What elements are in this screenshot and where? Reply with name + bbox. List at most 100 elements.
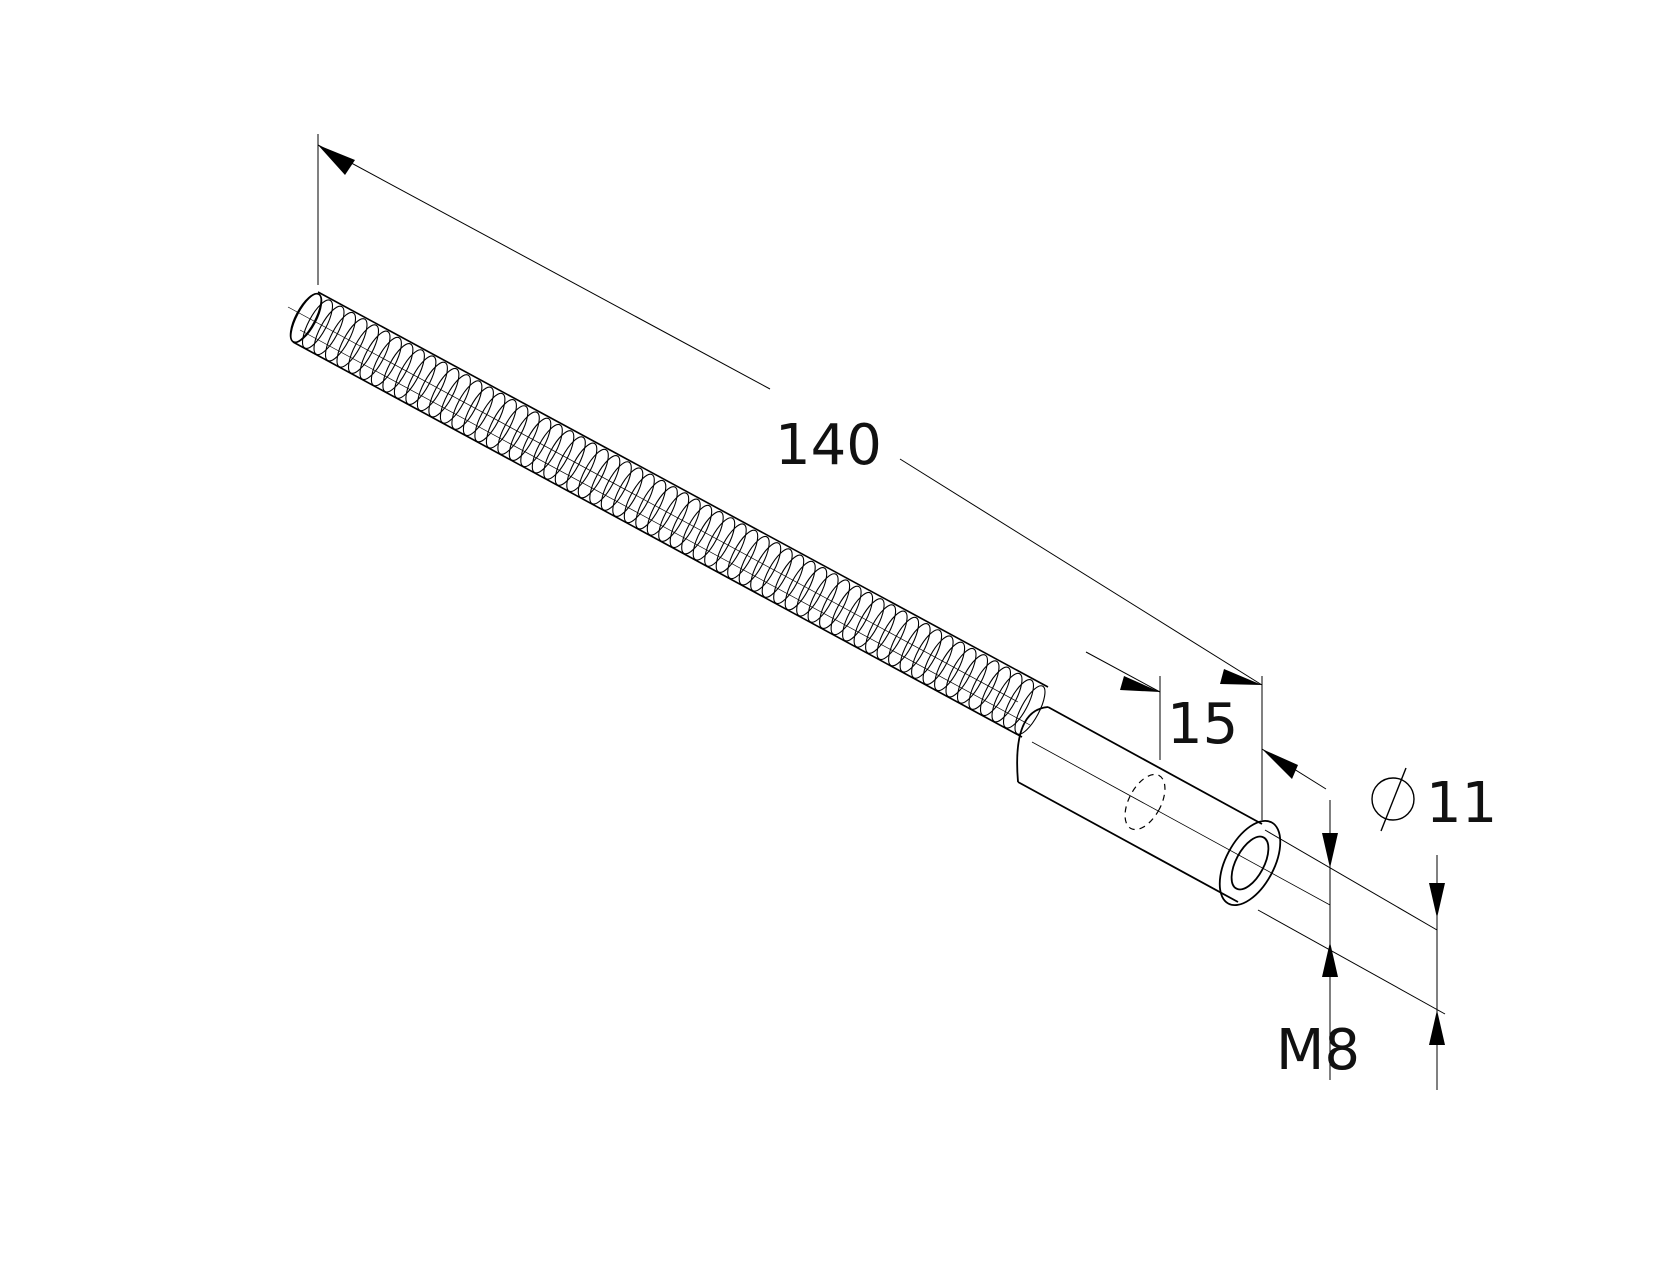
thread-crest xyxy=(796,567,828,617)
thread-crest xyxy=(439,374,471,424)
diameter-symbol-icon xyxy=(1371,767,1415,832)
thread-crest xyxy=(853,598,885,648)
thread-crest xyxy=(520,417,552,468)
arrowhead-icon xyxy=(1429,1010,1445,1045)
thread-crest xyxy=(704,517,736,567)
dimension-lines xyxy=(317,134,1446,1090)
thread-crest xyxy=(842,591,874,642)
dimension-label-140: 140 xyxy=(775,413,882,478)
arrowhead-icon xyxy=(1322,833,1338,868)
thread-crest xyxy=(807,573,839,623)
thread-crest xyxy=(508,411,540,461)
thread-crest xyxy=(865,604,897,654)
thread-crest xyxy=(830,585,862,636)
thread-crest xyxy=(336,318,368,368)
thread-crest xyxy=(922,635,954,685)
thread-crest xyxy=(899,623,931,673)
thread-crest xyxy=(301,299,334,349)
arrowhead-icon xyxy=(1262,749,1298,779)
thread-crest xyxy=(451,380,483,430)
sleeve-center-line xyxy=(1031,741,1331,906)
dimension-line-140-b xyxy=(899,458,1263,686)
thread-crest xyxy=(370,336,402,387)
thread-crest xyxy=(405,355,437,405)
sleeve-back-curve xyxy=(1016,706,1049,783)
thread-crest xyxy=(658,492,690,542)
thread-crest xyxy=(1002,679,1035,729)
thread-crest xyxy=(612,467,644,517)
thread-crest xyxy=(727,529,759,580)
hidden-thread-end xyxy=(1124,773,1166,831)
thread-crest xyxy=(428,367,460,418)
thread-crest xyxy=(956,654,989,704)
thread-crest xyxy=(600,461,632,511)
thread-crest xyxy=(934,641,966,692)
thread-crest xyxy=(382,343,414,393)
thread-crest xyxy=(313,305,345,356)
thread-crest xyxy=(416,361,448,412)
thread-crest xyxy=(497,405,529,455)
thread-crest xyxy=(773,554,805,605)
thread-crest xyxy=(566,442,598,493)
thread-crest xyxy=(761,548,793,598)
arrowhead-icon xyxy=(1322,942,1338,977)
thread-crest xyxy=(669,498,701,549)
sleeve-bottom-edge xyxy=(1017,781,1239,903)
thread-crest xyxy=(543,430,575,480)
thread-crest xyxy=(359,330,391,381)
arrowhead-icon xyxy=(1120,676,1160,692)
leader-m8-bottom xyxy=(1257,909,1446,1015)
thread-crest xyxy=(347,324,380,374)
leader-m8-top xyxy=(1264,829,1438,931)
dimension-label-m8: M8 xyxy=(1276,1018,1360,1083)
thread-crest xyxy=(738,535,770,586)
thread-crest xyxy=(485,399,517,449)
threaded-rod xyxy=(287,291,1049,738)
thread-crest xyxy=(681,504,713,555)
thread-crest xyxy=(623,473,655,524)
thread-crest xyxy=(324,311,357,362)
thread-crest xyxy=(290,293,322,343)
thread-crest xyxy=(819,579,851,629)
thread-crest xyxy=(474,392,506,443)
arrowhead-icon xyxy=(318,145,355,175)
thread-crest xyxy=(945,647,977,698)
thread-crest xyxy=(911,629,943,679)
thread-crest xyxy=(750,542,782,592)
thread-crest xyxy=(715,523,747,573)
thread-crest xyxy=(991,672,1023,723)
thread-crest xyxy=(979,666,1012,717)
dimension-label-11: 11 xyxy=(1426,771,1498,836)
thread-pattern xyxy=(290,293,1046,735)
rod-inner-line xyxy=(287,306,1019,703)
thread-crest xyxy=(784,560,816,611)
thread-crest xyxy=(968,660,1000,710)
thread-crest xyxy=(646,486,678,536)
thread-crest xyxy=(876,610,908,661)
arrowhead-icon xyxy=(1429,883,1445,918)
thread-crest xyxy=(393,349,425,399)
dimension-line-15-a xyxy=(1085,651,1161,693)
thread-crest xyxy=(531,423,563,474)
arrowheads xyxy=(318,145,1445,1045)
dimension-line-140-a xyxy=(317,144,771,390)
dimension-label-15: 15 xyxy=(1167,692,1239,757)
thread-crest xyxy=(462,386,494,437)
thread-crest xyxy=(635,479,667,530)
thread-crest xyxy=(1014,685,1046,735)
thread-crest xyxy=(692,511,724,561)
rod-bottom-edge xyxy=(292,341,1023,738)
arrowhead-icon xyxy=(1220,669,1262,685)
thread-crest xyxy=(577,448,609,499)
thread-crest xyxy=(888,616,920,667)
thread-crest xyxy=(589,455,621,505)
rod-inner-line-2 xyxy=(299,329,1031,726)
sleeve-bore xyxy=(1230,835,1270,891)
sleeve-top-edge xyxy=(1047,706,1263,825)
sleeve xyxy=(1016,706,1331,907)
thread-crest xyxy=(554,436,586,486)
rod-top-edge xyxy=(317,291,1049,688)
sleeve-end-face xyxy=(1218,819,1282,907)
